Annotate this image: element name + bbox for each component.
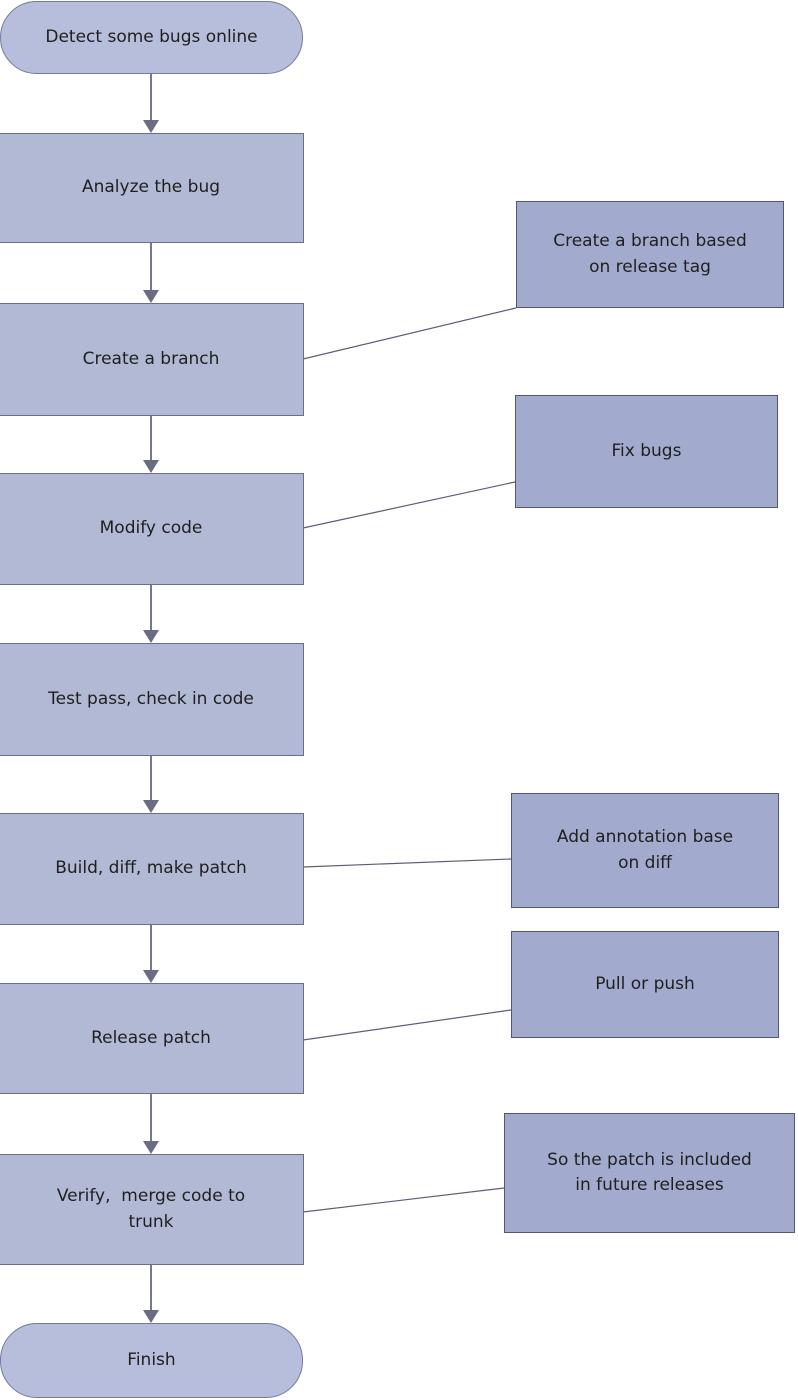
arrowhead-release-to-verify xyxy=(143,1141,159,1154)
annotation-add-annotation-base-diff: Add annotation base on diff xyxy=(511,793,779,908)
start-node: Detect some bugs online xyxy=(0,1,303,74)
annotation-pull-or-push-label: Pull or push xyxy=(595,973,695,994)
annotation-patch-future-releases: So the patch is included in future relea… xyxy=(504,1113,795,1233)
process-build-diff-make-patch-label: Build, diff, make patch xyxy=(55,858,247,879)
arrowhead-start-to-analyze xyxy=(143,120,159,133)
arrowhead-build-to-release xyxy=(143,970,159,983)
process-verify-merge-trunk: Verify, merge code to trunk xyxy=(0,1154,304,1265)
process-modify-code: Modify code xyxy=(0,473,304,585)
arrowhead-test-to-build xyxy=(143,800,159,813)
process-test-pass-check-in: Test pass, check in code xyxy=(0,643,304,756)
arrowhead-analyze-to-branch xyxy=(143,290,159,303)
annotation-patch-future-releases-label: So the patch is included in future relea… xyxy=(547,1149,752,1196)
arrowhead-modify-to-test xyxy=(143,630,159,643)
connector-modify-to-ann-fix xyxy=(302,481,516,529)
annotation-create-branch-release-tag-label: Create a branch based on release tag xyxy=(553,231,747,277)
annotation-add-annotation-base-diff-label: Add annotation base on diff xyxy=(556,827,734,873)
process-release-patch-label: Release patch xyxy=(91,1027,211,1048)
connector-branch-to-ann-branch xyxy=(302,307,517,360)
process-create-branch: Create a branch xyxy=(0,303,304,416)
annotation-pull-or-push: Pull or push xyxy=(511,931,779,1038)
connector-release-to-ann-push xyxy=(302,1009,512,1041)
process-release-patch: Release patch xyxy=(0,983,304,1094)
process-analyze-bug: Analyze the bug xyxy=(0,133,304,243)
connector-build-to-ann-diff xyxy=(302,858,512,868)
connector-verify-to-ann-future xyxy=(302,1187,505,1213)
process-modify-code-label: Modify code xyxy=(99,518,203,539)
annotation-create-branch-release-tag: Create a branch based on release tag xyxy=(516,201,784,308)
process-analyze-bug-label: Analyze the bug xyxy=(81,177,221,198)
process-create-branch-label: Create a branch xyxy=(82,348,220,369)
process-verify-merge-trunk-label: Verify, merge code to trunk xyxy=(56,1186,246,1232)
process-build-diff-make-patch: Build, diff, make patch xyxy=(0,813,304,925)
finish-node-label: Finish xyxy=(127,1349,176,1370)
process-test-pass-check-in-label: Test pass, check in code xyxy=(48,688,254,709)
annotation-fix-bugs: Fix bugs xyxy=(515,395,778,508)
arrowhead-branch-to-modify xyxy=(143,460,159,473)
arrowhead-verify-to-finish xyxy=(143,1310,159,1323)
annotation-fix-bugs-label: Fix bugs xyxy=(611,440,682,461)
finish-node: Finish xyxy=(0,1323,303,1398)
start-node-label: Detect some bugs online xyxy=(45,26,258,47)
